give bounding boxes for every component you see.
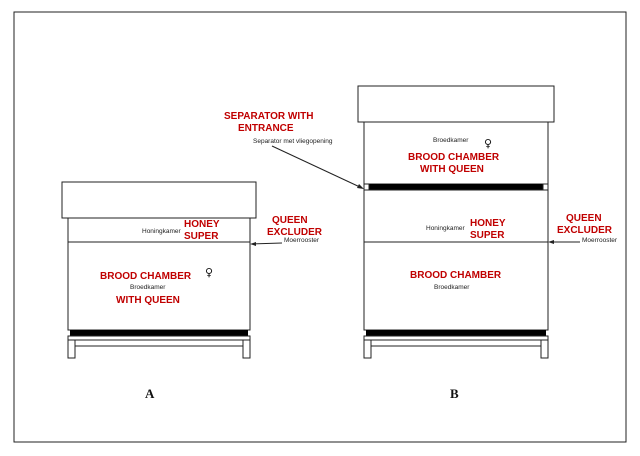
hive-a-brood-chamber-label: BROOD CHAMBER <box>100 271 192 282</box>
hive-a-with-queen: WITH QUEEN <box>116 295 180 306</box>
hive-a-roof <box>61 181 257 219</box>
hive-b-bottom-brood-nl: Broedkamer <box>434 284 470 291</box>
hive-a-bottom-bar <box>70 330 248 336</box>
hive-a-excluder-arrowhead <box>250 242 256 246</box>
hive-b-top-brood-nl: Broedkamer <box>433 137 469 144</box>
hive-b-queen-symbol: ♀ <box>484 137 492 150</box>
hive-b: SEPARATOR WITH ENTRANCE Separator met vl… <box>224 85 618 401</box>
hive-b-floor <box>363 335 549 341</box>
hive-b-leg-right <box>540 339 549 359</box>
hive-b-separator-end-left <box>363 183 370 191</box>
hive-a-label: A <box>145 386 155 401</box>
hive-b-separator-nl: Separator met vliegopening <box>253 138 333 145</box>
hive-b-separator-pointer <box>271 145 363 189</box>
hive-b-top-brood-line2: WITH QUEEN <box>420 164 484 175</box>
hive-b-label: B <box>450 386 459 401</box>
hive-a-brood-chamber-nl: Broedkamer <box>130 284 166 291</box>
hive-a-excluder-line1: QUEEN <box>272 215 308 226</box>
hive-b-top-brood-line1: BROOD CHAMBER <box>408 152 500 163</box>
hive-a-honey-super-line1: HONEY <box>184 219 220 230</box>
hive-a: Honingkamer HONEY SUPER QUEEN EXCLUDER M… <box>61 181 323 401</box>
hive-b-separator-arrowhead <box>357 184 364 189</box>
hive-b-honey-super <box>363 189 549 243</box>
hive-b-roof <box>357 85 555 123</box>
hive-b-honey-super-line1: HONEY <box>470 218 506 229</box>
hive-a-excluder-nl: Moerrooster <box>284 237 320 244</box>
hive-b-bottom-brood-chamber <box>363 241 549 331</box>
hive-b-separator-end-right <box>542 183 549 191</box>
hive-a-excluder-line2: EXCLUDER <box>267 227 323 238</box>
hive-a-floor <box>67 335 251 341</box>
hive-b-leg-left <box>363 339 372 359</box>
hive-b-bottom-brood-label: BROOD CHAMBER <box>410 270 502 281</box>
hive-b-bottom-bar <box>366 330 546 336</box>
hive-a-brood-chamber <box>67 241 251 331</box>
hive-b-excluder-nl: Moerrooster <box>582 237 618 244</box>
hive-b-excluder-line1: QUEEN <box>566 213 602 224</box>
hive-b-honey-super-line2: SUPER <box>470 230 505 241</box>
hive-b-excluder-arrowhead <box>548 240 554 244</box>
hive-b-separator-line2: ENTRANCE <box>238 123 294 134</box>
hive-b-separator <box>366 184 546 190</box>
hive-b-excluder-line2: EXCLUDER <box>557 225 613 236</box>
hive-a-queen-symbol: ♀ <box>205 266 213 279</box>
hive-a-leg-right <box>242 339 251 359</box>
hive-a-leg-left <box>67 339 76 359</box>
hive-b-honey-super-nl: Honingkamer <box>426 225 465 232</box>
hive-b-separator-line1: SEPARATOR WITH <box>224 111 313 122</box>
hive-a-excluder-pointer <box>251 242 283 245</box>
hive-a-honey-super-line2: SUPER <box>184 231 219 242</box>
hive-a-honey-super-nl: Honingkamer <box>142 228 181 235</box>
page-frame <box>13 11 627 443</box>
hive-b-top-brood-chamber <box>363 121 549 185</box>
